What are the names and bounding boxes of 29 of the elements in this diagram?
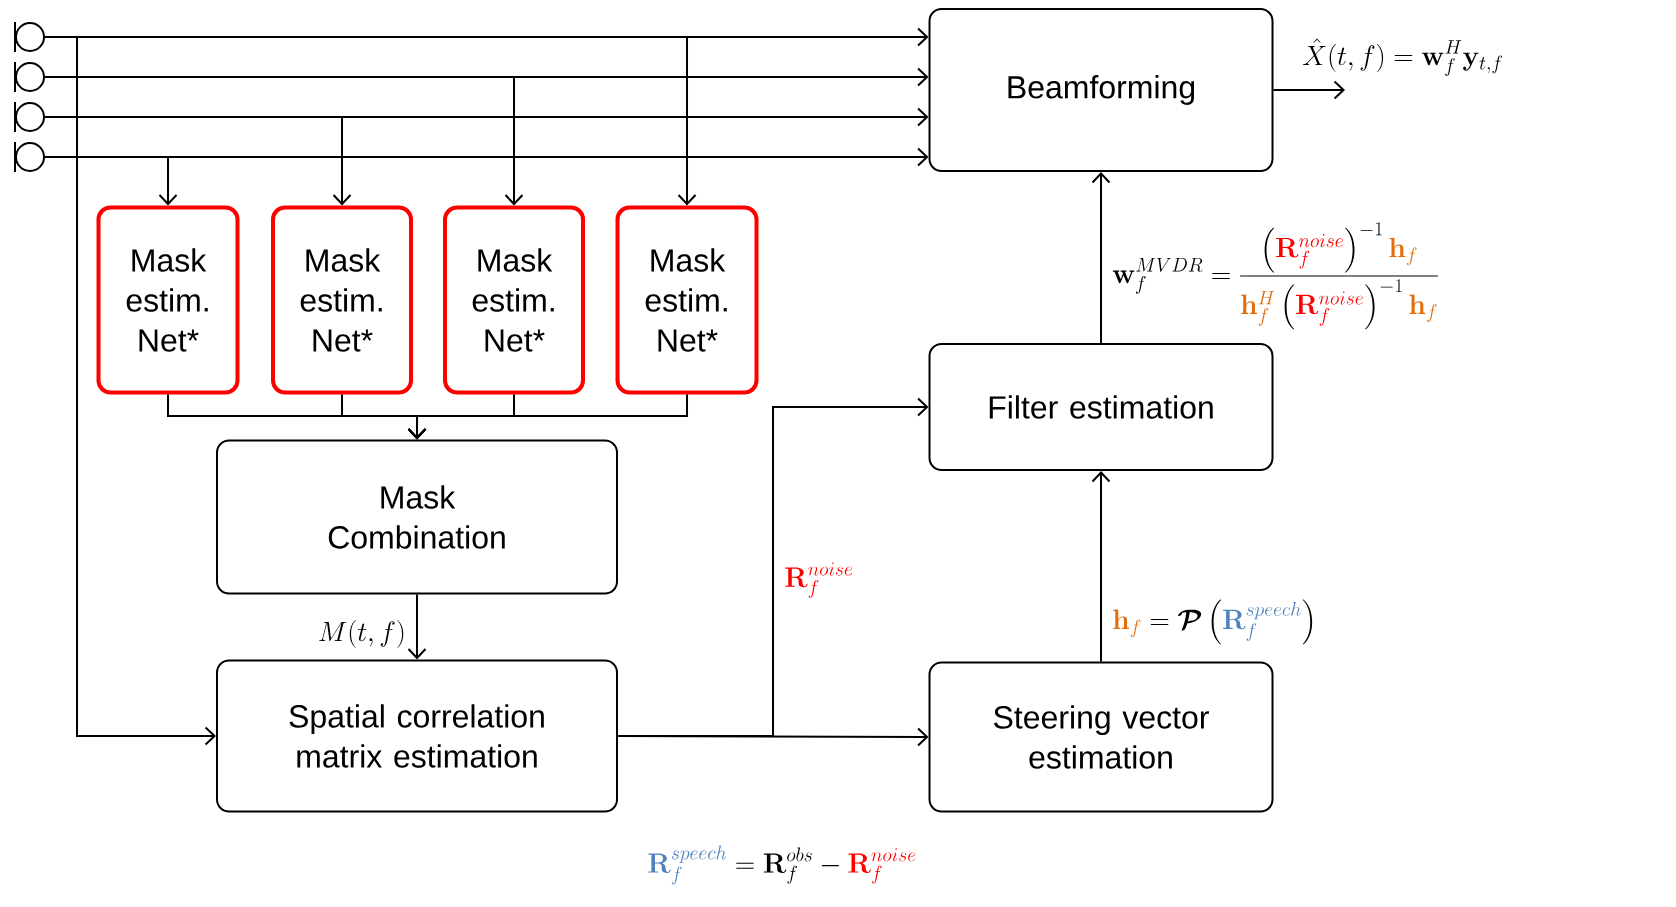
arrow [1272,80,1345,100]
arrow [1091,172,1111,344]
process-box: Spatial correlation matrix estimation [216,659,618,813]
edge-label: $\textcolor[HTML]{E46C0A}{\mathbf{h}_f} = \boldsymbol{\mathcal{P}}\left(\textcolor[HTML]{4F81BD}{\mathbf{R}_f^{speech}}\right)$ [1110,597,1319,647]
network-box: Mask estim. Net* [615,205,759,395]
microphone-symbol [14,61,45,93]
arrow [407,593,427,660]
process-box: Filter estimation [928,343,1274,471]
process-box: Steering vector estimation [928,661,1274,813]
process-box: Beamforming [928,8,1274,172]
network-box: Mask estim. Net* [443,205,585,395]
edge-label: $M(t,f)$ [315,618,408,650]
microphone-symbol [14,101,45,133]
arrow [44,116,352,206]
arrow [44,156,178,206]
arrow [1091,471,1111,663]
edge-label: $\mathbf{w}_f^{MVDR} = \frac{\left(\textcolor[HTML]{FF0000}{\mathbf{R}_f^{noise}}\right)^{-1}\textcolor[HTML]{E46C0A}{\mathbf{h}_f}}{\textcolor[HTML]{E46C0A}{\mathbf{h}_f^H}\left(\textcolor[HTML]{FF0000}{\mathbf{R}_f^{noise}}\right)^{-1}\textcolor[HTML]{E46C0A}{\mathbf{h}_f}}$ [1110,220,1442,332]
process-box: Mask Combination [216,439,618,595]
edge-label: $\hat{X}(t,f) = \mathbf{w}_f^H \mathbf{y}_{t,f}$ [1300,36,1506,78]
arrow [44,36,216,746]
arrow [617,397,929,737]
arrow [407,393,688,440]
network-box: Mask estim. Net* [96,205,240,395]
network-box: Mask estim. Net* [271,205,413,395]
edge-label: $\textcolor[HTML]{FF0000}{\mathbf{R}_f^{noise}}$ [782,560,856,600]
microphone-symbol [14,141,45,173]
arrow [44,76,524,206]
microphone-symbol [14,21,45,53]
formula-label: $\textcolor[HTML]{4F81BD}{\mathbf{R}_f^{speech}} = \mathbf{R}_f^{obs} - \textcolor[HTML]{FF0000}{\mathbf{R}_f^{noise}}$ [648,845,916,885]
